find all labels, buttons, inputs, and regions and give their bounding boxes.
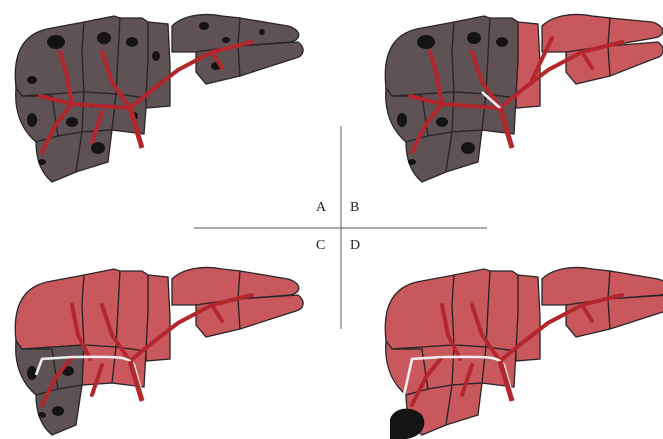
panel-a-liver (12, 12, 312, 187)
liver-healthy-segments (385, 267, 663, 435)
panel-b-liver (385, 14, 663, 182)
panel-d-liver (385, 267, 663, 439)
panel-label-d: D (350, 239, 360, 253)
residual-tumor-mass (390, 409, 424, 439)
panel-label-b: B (350, 201, 359, 215)
panel-label-c: C (316, 239, 325, 253)
panel-label-a: A (316, 201, 326, 215)
panel-c-liver (15, 267, 303, 435)
